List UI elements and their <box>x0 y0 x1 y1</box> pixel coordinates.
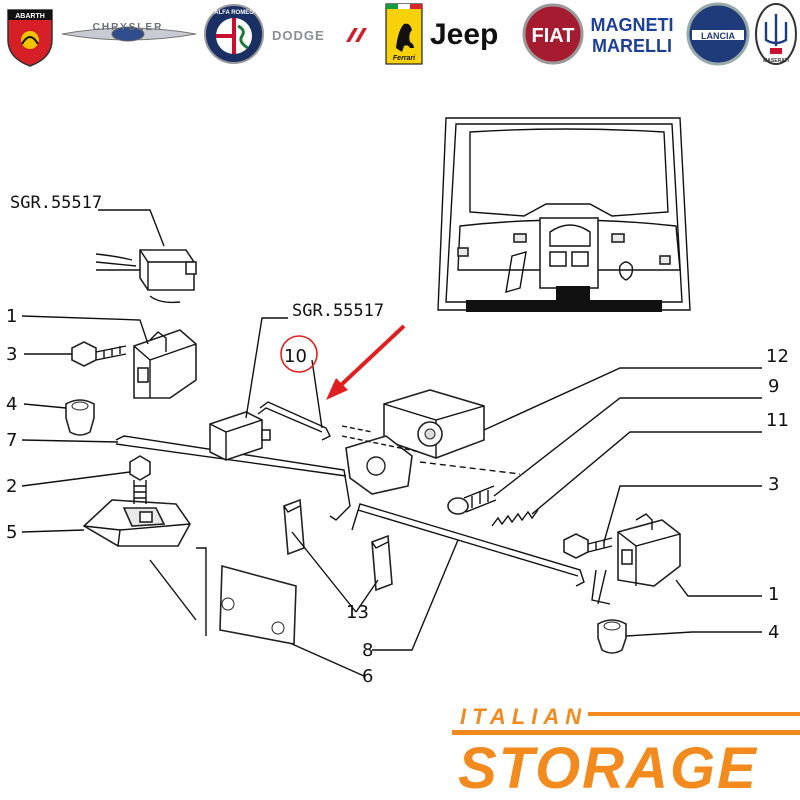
rod-7 <box>115 435 351 521</box>
spring-clip <box>257 401 331 441</box>
callout-labels: SGR.55517 SGR.55517 1 3 4 7 2 5 10 12 9 … <box>6 193 789 687</box>
callout-8: 8 <box>362 640 373 661</box>
abarth-logo: ABARTH <box>7 9 53 67</box>
lancia-text: LANCIA <box>701 31 735 41</box>
abarth-text: ABARTH <box>15 13 45 20</box>
magneti-text: MAGNETI <box>591 15 674 35</box>
dodge-logo: DODGE <box>272 28 367 43</box>
bracket-left <box>133 329 197 399</box>
italian-storage-logo: ITALIAN STORAGE <box>452 704 800 800</box>
maserati-text: MASERATI <box>763 58 789 64</box>
alfa-romeo-text: ALFA ROMEO <box>214 10 254 16</box>
rod-8 <box>351 503 585 587</box>
logo-rule-bottom <box>452 730 800 735</box>
bolt-9 <box>419 461 521 515</box>
highlight-circle <box>280 335 318 373</box>
cover-plate <box>219 564 297 645</box>
marelli-text: MARELLI <box>592 36 672 56</box>
fiat-logo: FIAT <box>522 3 584 65</box>
ferrari-logo: Ferrari <box>385 3 423 65</box>
latch-base <box>82 499 191 547</box>
highlight-arrow-shaft <box>338 324 406 388</box>
callout-9: 9 <box>768 376 779 397</box>
jeep-logo: Jeep <box>430 18 498 51</box>
callout-2: 2 <box>6 476 17 497</box>
maserati-logo: MASERATI <box>755 3 797 65</box>
callout-10: 10 <box>284 346 307 367</box>
spring-11 <box>491 509 539 527</box>
ferrari-text: Ferrari <box>393 55 416 62</box>
callout-4-right: 4 <box>768 622 779 643</box>
chrysler-logo: CHRYSLER <box>61 22 197 42</box>
dodge-text: DODGE <box>272 28 325 43</box>
callout-1-left: 1 <box>6 306 17 327</box>
callout-3-right: 3 <box>768 474 779 495</box>
callout-12: 12 <box>766 346 789 367</box>
tailgate-view <box>437 117 691 312</box>
callout-4-left: 4 <box>6 394 17 415</box>
bolt-right <box>563 533 613 559</box>
bolt-center <box>129 455 151 504</box>
lancia-logo: LANCIA <box>686 2 750 66</box>
bolt-left <box>71 341 127 367</box>
chrysler-text: CHRYSLER <box>93 22 164 33</box>
logo-italian-text: ITALIAN <box>460 704 587 729</box>
bracket-right <box>617 513 681 587</box>
leader-lines <box>21 209 762 677</box>
grommet-right <box>597 619 627 654</box>
logo-rule-top <box>588 712 800 716</box>
actuator-top <box>95 249 197 304</box>
magneti-marelli-logo: MAGNETI MARELLI <box>591 15 674 56</box>
callout-5: 5 <box>6 522 17 543</box>
callout-1-right: 1 <box>768 584 779 605</box>
callout-13: 13 <box>346 602 369 623</box>
callout-3-left: 3 <box>6 344 17 365</box>
alfa-romeo-logo: ALFA ROMEO <box>204 4 264 64</box>
brand-logo-row: ABARTH CHRYSLER ALFA ROMEO DODGE <box>7 2 797 67</box>
callout-sgr-top: SGR.55517 <box>10 193 102 213</box>
fiat-text: FIAT <box>532 25 575 47</box>
lock-assembly <box>341 389 485 495</box>
actuator-middle <box>209 411 271 461</box>
callout-6: 6 <box>362 666 373 687</box>
callout-11: 11 <box>766 410 789 431</box>
highlight-part-10 <box>280 324 406 400</box>
callout-7: 7 <box>6 430 17 451</box>
grommet-left <box>65 399 95 436</box>
logo-storage-text: STORAGE <box>458 736 758 800</box>
callout-sgr-middle: SGR.55517 <box>292 301 384 321</box>
highlight-arrow-head <box>326 378 348 400</box>
pads-13 <box>283 498 393 592</box>
